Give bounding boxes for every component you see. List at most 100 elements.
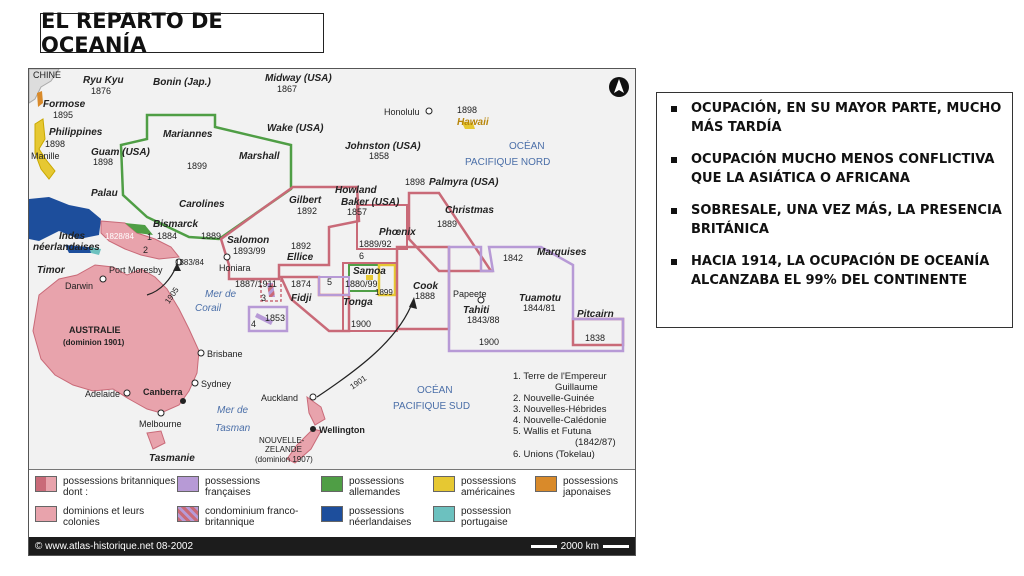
label-wellington: Wellington [319,425,365,435]
american-samoa-island [366,275,373,280]
label-tahiti-years: 1843/88 [467,315,500,325]
label-tasmanie: Tasmanie [149,453,195,464]
auckland-dot [309,393,317,401]
legend-label-japanese: possessions japonaises [563,476,619,498]
legend-swatch-german [321,476,343,492]
legend-american: possessions américaines [433,476,537,498]
label-honiara: Honiara [219,263,251,273]
label-philippines-year: 1898 [45,139,65,149]
arrow-1901 [316,300,414,398]
sydney-dot [191,379,199,387]
label-num6: 6 [359,251,364,261]
brisbane-dot [197,349,205,357]
bullet-item: SOBRESALE, UNA VEZ MÁS, LA PRESENCIA BRI… [667,201,1004,239]
wellington-dot [310,426,316,432]
label-nh-years: 1887/1911 [235,279,277,289]
bullet-text: OCUPACIÓN, EN SU MAYOR PARTE, MUCHO MÁS … [691,101,1002,135]
portuguese-timor [89,247,101,255]
label-wake: Wake (USA) [267,123,324,134]
note-6: 6. Unions (Tokelau) [513,449,595,460]
map-canvas: CHINE Ryu Kyu 1876 Bonin (Jap.) Midway (… [29,69,635,469]
label-guam: Guam (USA) [91,147,151,158]
label-ellice: Ellice [287,252,314,263]
label-salomon: Salomon [227,235,269,246]
label-baker: Baker (USA) [341,197,400,208]
label-hawaii: Hawaii [457,117,489,128]
legend-swatch-british [35,476,57,492]
label-carolines: Carolines [179,199,225,210]
legend-dominions: dominions et leurs colonies [35,506,155,528]
note-4: 4. Nouvelle-Calédonie [513,415,606,426]
label-fidji: Fidji [291,293,312,304]
new-hebrides-islands [267,283,275,297]
note-2: 2. Nouvelle-Guinée [513,393,594,404]
label-baker-year: 1857 [347,207,367,217]
label-phoenix: Phœnix [379,227,416,238]
american-samoa-zone [377,263,397,297]
label-nz1: NOUVELLE- [259,436,305,445]
label-christmas-year: 1889 [437,219,457,229]
label-australie: AUSTRALIE [69,325,121,335]
label-nz2: ZELANDE [265,445,302,454]
label-ocean-south: OCÉAN [417,383,453,396]
legend-german: possessions allemandes [321,476,425,498]
map-credit: © www.atlas-historique.net 08-2002 [35,540,194,552]
timor-island [65,245,93,253]
bullet-item: OCUPACIÓN MUCHO MENOS CONFLICTIVA QUE LA… [667,150,1004,188]
dutch-east-indies [29,197,101,241]
label-1899: 1899 [187,161,207,171]
label-port-moresby: Port Moresby [109,265,163,275]
label-neerlandaises: néerlandaises [33,242,100,253]
label-gilbert: Gilbert [289,195,322,206]
label-darwin: Darwin [65,281,93,291]
label-ng-years: 1828/84 [105,232,134,241]
label-tahiti: Tahiti [463,305,490,316]
label-cook-year: 1888 [415,291,435,301]
label-num2: 2 [143,245,148,255]
label-tonga: Tonga [343,297,373,308]
label-num3: 3 [261,293,266,303]
bullet-square-icon [671,157,677,163]
legend-swatch-dominions [35,506,57,522]
nz-north-island [306,395,326,426]
legend-label-french: possessions françaises [205,476,261,498]
tasmania-island [146,430,166,450]
slide-title: EL REPARTO DE OCEANÍA [40,9,324,57]
melbourne-dot [157,409,165,417]
label-bismarck: Bismarck [153,219,198,230]
label-chine: CHINE [33,70,61,80]
label-gilbert-year: 1892 [297,206,317,216]
label-1899b: 1899 [375,288,393,297]
label-phoenix-years: 1889/92 [359,239,392,249]
label-pitcairn-year: 1838 [585,333,605,343]
legend-label-british: possessions britanniques dont : [63,476,176,498]
map-scale: 2000 km [530,541,629,552]
label-num1: 1 [147,232,152,242]
label-palau: Palau [91,188,118,199]
legend-swatch-dutch [321,506,343,522]
legend-label-german: possessions allemandes [349,476,405,498]
label-howland: Howland [335,185,378,196]
bullet-text: OCUPACIÓN MUCHO MENOS CONFLICTIVA QUE LA… [691,152,995,186]
label-midway: Midway (USA) [265,73,332,84]
arrow-1905-head [173,263,181,271]
note-1b: Guillaume [555,382,598,393]
label-salomon-years: 1893/99 [233,246,266,256]
label-ryukyu-year: 1876 [91,86,111,96]
label-sydney: Sydney [201,379,232,389]
label-dominion-1901: (dominion 1901) [63,338,125,347]
formose-island [37,91,43,107]
label-manille: Manille [31,151,60,161]
note-5b: (1842/87) [575,437,616,448]
legend-portuguese: possession portugaise [433,506,537,528]
label-marquises: Marquises [537,247,587,258]
note-3: 3. Nouvelles-Hébrides [513,404,607,415]
label-christmas: Christmas [445,205,494,216]
label-mer-tasman-2: Tasman [215,423,251,434]
philippines-islands [34,118,56,180]
label-bonin: Bonin (Jap.) [153,77,211,88]
label-1889: 1889 [201,231,221,241]
label-guam-year: 1898 [93,157,113,167]
label-midway-year: 1867 [277,84,297,94]
north-arrow-icon [609,77,629,97]
